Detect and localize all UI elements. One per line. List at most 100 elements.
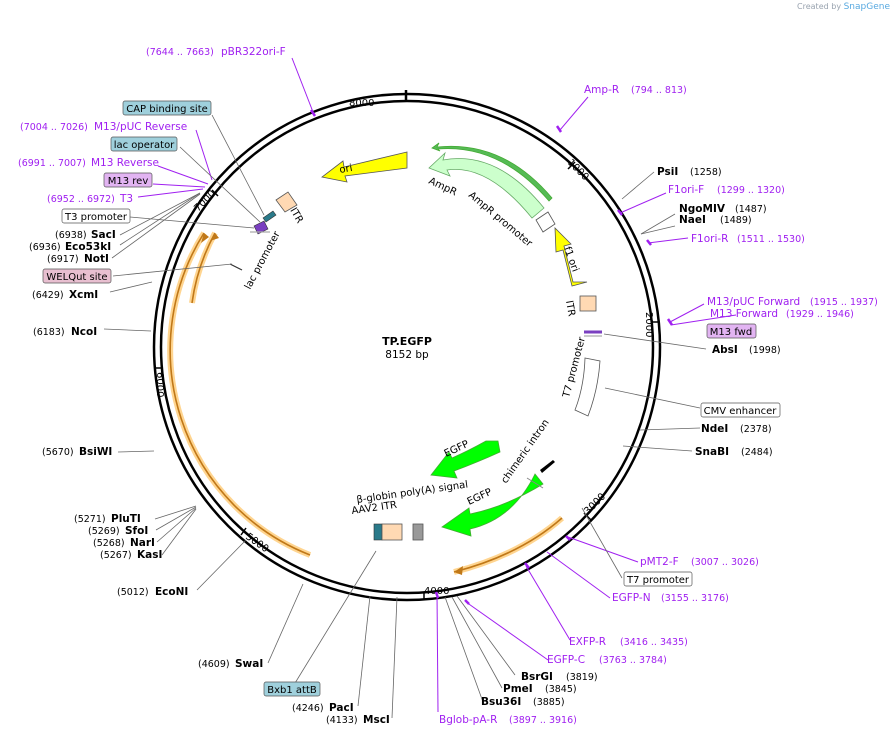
site-m13-reverse[interactable]: (6991 .. 7007) M13 Reverse <box>18 157 159 169</box>
svg-text:6000: 6000 <box>154 372 165 397</box>
t7-promoter-box[interactable] <box>574 357 601 417</box>
site-bsiwi[interactable]: (5670) BsiWI <box>42 446 112 458</box>
site-pmt2-f[interactable]: pMT2-F (3007 .. 3026) <box>640 556 759 568</box>
svg-text:EcoNI: EcoNI <box>155 586 188 598</box>
svg-text:(3897 .. 3916): (3897 .. 3916) <box>509 715 577 726</box>
f1ori-arrow[interactable] <box>554 226 588 287</box>
site-pbr322ori-f[interactable]: (7644 .. 7663) pBR322ori-F <box>146 46 286 58</box>
site-pmei[interactable]: PmeI (3845) <box>503 683 577 695</box>
feature-cap-binding-site[interactable]: CAP binding site <box>122 100 212 116</box>
svg-text:(5271): (5271) <box>74 514 106 525</box>
site-eco53ki[interactable]: (6936) Eco53kI <box>29 241 111 253</box>
orange-arc-right-head <box>454 566 463 575</box>
site-m13-puc-reverse[interactable]: (7004 .. 7026) M13/pUC Reverse <box>20 121 187 133</box>
svg-text:T7 promoter: T7 promoter <box>626 575 690 586</box>
svg-text:(1511 .. 1530): (1511 .. 1530) <box>737 234 805 245</box>
site-kasi[interactable]: (5267) KasI <box>100 549 162 561</box>
svg-text:NaeI: NaeI <box>679 214 706 226</box>
itr-right-box[interactable] <box>579 295 597 312</box>
svg-text:8000: 8000 <box>349 98 374 109</box>
svg-text:XcmI: XcmI <box>69 289 98 301</box>
site-exfp-r[interactable]: EXFP-R (3416 .. 3435) <box>569 636 688 648</box>
site-xcmi[interactable]: (6429) XcmI <box>32 289 98 301</box>
site-noti[interactable]: (6917) NotI <box>47 253 109 265</box>
aav2-itr-box[interactable] <box>381 523 403 541</box>
svg-text:(1915 .. 1937): (1915 .. 1937) <box>810 297 878 308</box>
site-ngomiv[interactable]: NgoMIV (1487) <box>679 203 767 215</box>
feature-t7-promoter-label[interactable]: T7 promoter <box>623 571 693 587</box>
itr-left-box[interactable] <box>275 191 298 213</box>
plasmid-name: TP.EGFP <box>382 335 432 348</box>
tick-4000: 4000 <box>423 586 449 600</box>
svg-text:(6938): (6938) <box>55 230 87 241</box>
svg-text:SfoI: SfoI <box>125 525 148 537</box>
svg-text:(6429): (6429) <box>32 290 64 301</box>
site-amp-r[interactable]: Amp-R (794 .. 813) <box>584 84 687 96</box>
ori-arrow[interactable] <box>321 151 408 183</box>
feature-m13-fwd[interactable]: M13 fwd <box>706 323 757 339</box>
site-sfoi[interactable]: (5269) SfoI <box>88 525 148 537</box>
ampr-promoter-box[interactable] <box>535 211 556 233</box>
svg-text:Bglob-pA-R: Bglob-pA-R <box>439 714 497 726</box>
site-m13-puc-forward[interactable]: M13/pUC Forward (1915 .. 1937) <box>707 296 878 308</box>
site-snabi[interactable]: SnaBI (2484) <box>695 446 773 458</box>
feature-t3-promoter[interactable]: T3 promoter <box>61 208 131 224</box>
svg-text:NcoI: NcoI <box>71 326 97 338</box>
site-econi[interactable]: (5012) EcoNI <box>117 586 188 598</box>
itr-left-label: ITR <box>287 206 305 225</box>
svg-text:SwaI: SwaI <box>235 658 263 670</box>
site-bsu36i[interactable]: Bsu36I (3885) <box>481 696 565 708</box>
site-ncoi[interactable]: (6183) NcoI <box>33 326 97 338</box>
aav2-small-box[interactable] <box>373 523 383 541</box>
ampr-promoter-bar <box>431 142 553 202</box>
site-saci[interactable]: (6938) SacI <box>55 229 116 241</box>
m13-rev-feature <box>253 220 269 235</box>
site-naei[interactable]: NaeI (1489) <box>679 214 752 226</box>
site-f1ori-r[interactable]: F1ori-R (1511 .. 1530) <box>691 233 805 245</box>
feature-welqut-site[interactable]: WELQut site <box>42 268 112 284</box>
ampr-arrow[interactable] <box>428 151 545 219</box>
tick-2000: 2000 <box>643 312 660 337</box>
svg-text:pBR322ori-F: pBR322ori-F <box>221 46 286 58</box>
svg-text:SnaBI: SnaBI <box>695 446 729 458</box>
svg-text:EGFP-C: EGFP-C <box>547 654 585 666</box>
feature-cmv-enhancer[interactable]: CMV enhancer <box>700 402 781 418</box>
ori-label: ori <box>339 163 354 176</box>
svg-text:(6183): (6183) <box>33 327 65 338</box>
svg-text:(1487): (1487) <box>735 204 767 215</box>
svg-text:(1929 .. 1946): (1929 .. 1946) <box>786 309 854 320</box>
site-m13-forward[interactable]: M13 Forward (1929 .. 1946) <box>710 308 854 320</box>
svg-text:M13 fwd: M13 fwd <box>710 327 752 338</box>
site-absi[interactable]: AbsI (1998) <box>712 344 781 356</box>
welqut-feature <box>229 263 243 271</box>
site-t3[interactable]: (6952 .. 6972) T3 <box>47 193 133 205</box>
egfp-upper-arrow[interactable] <box>430 440 501 479</box>
site-egfp-c[interactable]: EGFP-C (3763 .. 3784) <box>547 654 667 666</box>
site-ndei[interactable]: NdeI (2378) <box>701 423 772 435</box>
ampr-label: AmpR <box>427 176 459 199</box>
site-swai[interactable]: (4609) SwaI <box>198 658 263 670</box>
site-pluti[interactable]: (5271) PluTI <box>74 513 141 525</box>
svg-text:PmeI: PmeI <box>503 683 533 695</box>
site-msci[interactable]: (4133) MscI <box>326 714 390 726</box>
svg-text:PsiI: PsiI <box>657 166 678 178</box>
feature-m13-rev[interactable]: M13 rev <box>103 172 153 188</box>
lac-promoter-label: lac promoter <box>243 229 283 291</box>
beta-globin-box[interactable] <box>412 523 424 541</box>
site-nari[interactable]: (5268) NarI <box>93 537 155 549</box>
feature-lac-operator[interactable]: lac operator <box>110 136 178 152</box>
site-bglob-pa-r[interactable]: Bglob-pA-R (3897 .. 3916) <box>439 714 577 726</box>
site-psii[interactable]: PsiI (1258) <box>657 166 722 178</box>
egfp-lower-arrow[interactable] <box>441 473 544 537</box>
svg-text:(5269): (5269) <box>88 526 120 537</box>
site-paci[interactable]: (4246) PacI <box>292 702 354 714</box>
site-egfp-n[interactable]: EGFP-N (3155 .. 3176) <box>612 592 729 604</box>
site-f1ori-f[interactable]: F1ori-F (1299 .. 1320) <box>668 184 785 196</box>
svg-text:4000: 4000 <box>424 586 449 597</box>
svg-text:T3 promoter: T3 promoter <box>64 212 128 223</box>
svg-text:(3845): (3845) <box>545 684 577 695</box>
feature-bxb1-attb[interactable]: Bxb1 attB <box>263 681 321 697</box>
site-bsrgi[interactable]: BsrGI (3819) <box>521 671 598 683</box>
svg-text:(1299 .. 1320): (1299 .. 1320) <box>717 185 785 196</box>
svg-text:EXFP-R: EXFP-R <box>569 636 606 648</box>
